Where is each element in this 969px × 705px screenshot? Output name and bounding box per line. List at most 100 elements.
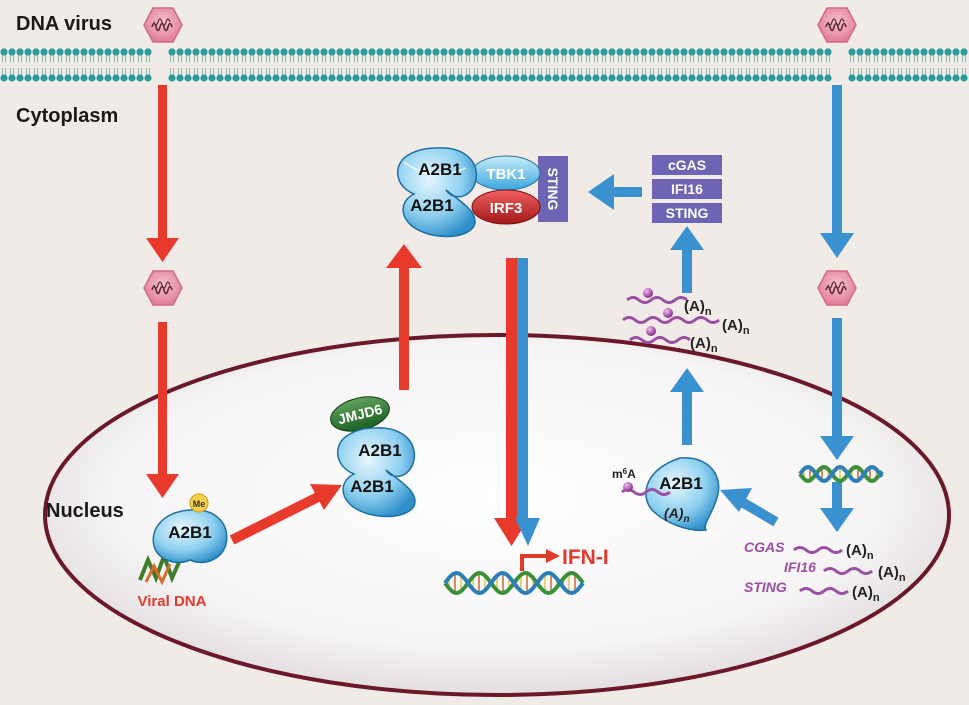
red-arrowhead [146, 238, 179, 262]
polya-tail-label: (A)n [684, 298, 712, 318]
cell-membrane [0, 48, 968, 82]
m6a-mark-icon [643, 288, 653, 298]
membrane-lipid-head [656, 48, 664, 56]
membrane-lipid-head [664, 74, 672, 82]
membrane-lipid-head [864, 74, 872, 82]
membrane-lipid-head [888, 74, 896, 82]
membrane-lipid-head [904, 74, 912, 82]
membrane-lipid-head [200, 74, 208, 82]
membrane-lipid-head [96, 74, 104, 82]
membrane-lipid-head [440, 48, 448, 56]
membrane-lipid-head [248, 74, 256, 82]
membrane-lipid-head [768, 48, 776, 56]
membrane-lipid-head [88, 74, 96, 82]
membrane-lipid-head [72, 48, 80, 56]
blue-arrowhead [820, 436, 854, 460]
membrane-lipid-head [32, 74, 40, 82]
a2b1-label: A2B1 [358, 441, 401, 460]
membrane-lipid-head [592, 48, 600, 56]
membrane-lipid-head [872, 48, 880, 56]
membrane-lipid-head [648, 48, 656, 56]
red-arrow-shaft [158, 85, 167, 240]
transcript-label: STING [744, 579, 787, 595]
membrane-lipid-head [752, 74, 760, 82]
membrane-lipid-head [728, 74, 736, 82]
membrane-lipid-head [448, 74, 456, 82]
membrane-lipid-head [760, 48, 768, 56]
membrane-lipid-head [176, 74, 184, 82]
membrane-lipid-head [96, 48, 104, 56]
membrane-lipid-head [48, 48, 56, 56]
membrane-lipid-head [192, 48, 200, 56]
polya-tail-label: (A)n [878, 564, 906, 584]
blue-arrow-shaft [682, 390, 692, 445]
membrane-lipid-head [928, 74, 936, 82]
membrane-lipid-head [192, 74, 200, 82]
membrane-lipid-head [216, 74, 224, 82]
a2b1-complex: STING TBK1 IRF3 A2B1 A2B1 [396, 147, 568, 238]
membrane-lipid-head [344, 74, 352, 82]
membrane-lipid-head [40, 74, 48, 82]
membrane-lipid-head [784, 48, 792, 56]
membrane-lipid-head [224, 48, 232, 56]
membrane-lipid-head [64, 48, 72, 56]
sensor-label: cGAS [668, 157, 706, 173]
transcription-start-arrow-icon [520, 554, 548, 571]
jmjd6-a2b1-dimer: JMJD6 A2B1 A2B1 [330, 396, 416, 518]
membrane-lipid-head [960, 48, 968, 56]
transcript-label: IFI16 [784, 559, 816, 575]
nuclear-transcripts: CGAS (A)n IFI16 (A)n STING (A)n [744, 539, 906, 604]
sensor-label: STING [666, 205, 709, 221]
membrane-lipid-head [112, 48, 120, 56]
membrane-lipid-head [384, 74, 392, 82]
membrane-lipid-head [0, 74, 8, 82]
membrane-lipid-head [392, 74, 400, 82]
membrane-lipid-head [304, 74, 312, 82]
membrane-lipid-head [856, 74, 864, 82]
blue-arrow-shaft [832, 85, 842, 235]
blue-arrow-shaft [517, 258, 528, 520]
polya-tail-label: (A)n [722, 317, 750, 337]
membrane-lipid-head [592, 74, 600, 82]
red-arrow-shaft [399, 265, 409, 390]
membrane-lipid-head [304, 48, 312, 56]
a2b1-label: A2B1 [350, 477, 393, 496]
mrna-strand [626, 296, 688, 304]
membrane-lipid-head [48, 74, 56, 82]
membrane-lipid-head [624, 74, 632, 82]
mrna-strand [629, 336, 691, 344]
membrane-lipid-head [408, 74, 416, 82]
mrna-strand [823, 567, 873, 575]
membrane-lipid-head [352, 48, 360, 56]
membrane-lipid-head [256, 74, 264, 82]
membrane-lipid-head [864, 48, 872, 56]
membrane-lipid-head [392, 48, 400, 56]
blue-arrowhead [820, 508, 854, 532]
membrane-lipid-head [896, 48, 904, 56]
membrane-lipid-head [800, 48, 808, 56]
blue-arrowhead [820, 233, 854, 258]
membrane-lipid-head [912, 74, 920, 82]
blue-arrow-shaft [612, 187, 642, 197]
mrna-strand [622, 316, 720, 324]
membrane-lipid-head [16, 74, 24, 82]
polya-tail-label: (A)n [846, 542, 874, 562]
membrane-lipid-head [288, 48, 296, 56]
blue-arrow-shaft [832, 318, 842, 438]
membrane-lipid-head [224, 74, 232, 82]
membrane-lipid-head [920, 48, 928, 56]
membrane-lipid-head [488, 74, 496, 82]
m6a-mark-icon [663, 308, 673, 318]
membrane-lipid-head [608, 48, 616, 56]
red-pathway-arrows [146, 85, 529, 546]
membrane-lipid-head [144, 74, 152, 82]
membrane-lipid-head [568, 74, 576, 82]
membrane-lipid-head [776, 74, 784, 82]
membrane-lipid-head [232, 48, 240, 56]
membrane-lipid-head [424, 48, 432, 56]
membrane-lipid-head [528, 74, 536, 82]
membrane-lipid-head [384, 48, 392, 56]
nuclear-a2b1-m6a: A2B1 m6A (A)n [612, 457, 720, 532]
sensor-box [652, 179, 722, 199]
membrane-lipid-head [136, 74, 144, 82]
